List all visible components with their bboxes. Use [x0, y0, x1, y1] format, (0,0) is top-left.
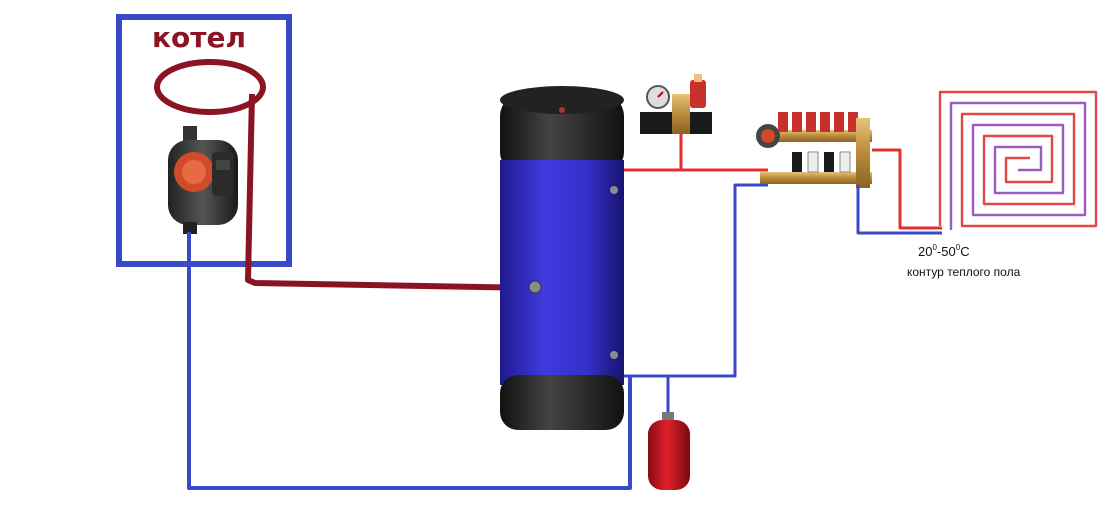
- floor-heating-coil-icon: [938, 90, 1098, 230]
- manifold-icon: [756, 112, 872, 188]
- boiler-return-pipe: [187, 232, 632, 490]
- temp-separator: -: [937, 244, 941, 259]
- floor-temperature-label: 200-500C: [918, 243, 970, 259]
- expansion-tank-icon: [648, 412, 690, 490]
- temp-low-degree: 0: [932, 243, 937, 252]
- floor-supply-pipe: [872, 148, 942, 230]
- circulation-pump-icon: [168, 126, 238, 234]
- floor-return-pipe: [856, 185, 942, 235]
- boiler-frame: [116, 14, 292, 267]
- boiler-heat-exchanger: [154, 59, 266, 115]
- safety-group-icon: [640, 74, 712, 134]
- temp-high-value: 50: [941, 244, 955, 259]
- temp-high-degree: 0: [956, 243, 961, 252]
- floor-circuit-caption: контур теплого пола: [907, 265, 1021, 279]
- boiler-supply-pipe: [245, 93, 536, 291]
- buffer-tank-icon: [500, 86, 624, 430]
- temp-low-value: 20: [918, 244, 932, 259]
- boiler-title: котел: [152, 21, 246, 54]
- heating-return-pipe: [622, 183, 768, 378]
- temp-unit: C: [960, 244, 969, 259]
